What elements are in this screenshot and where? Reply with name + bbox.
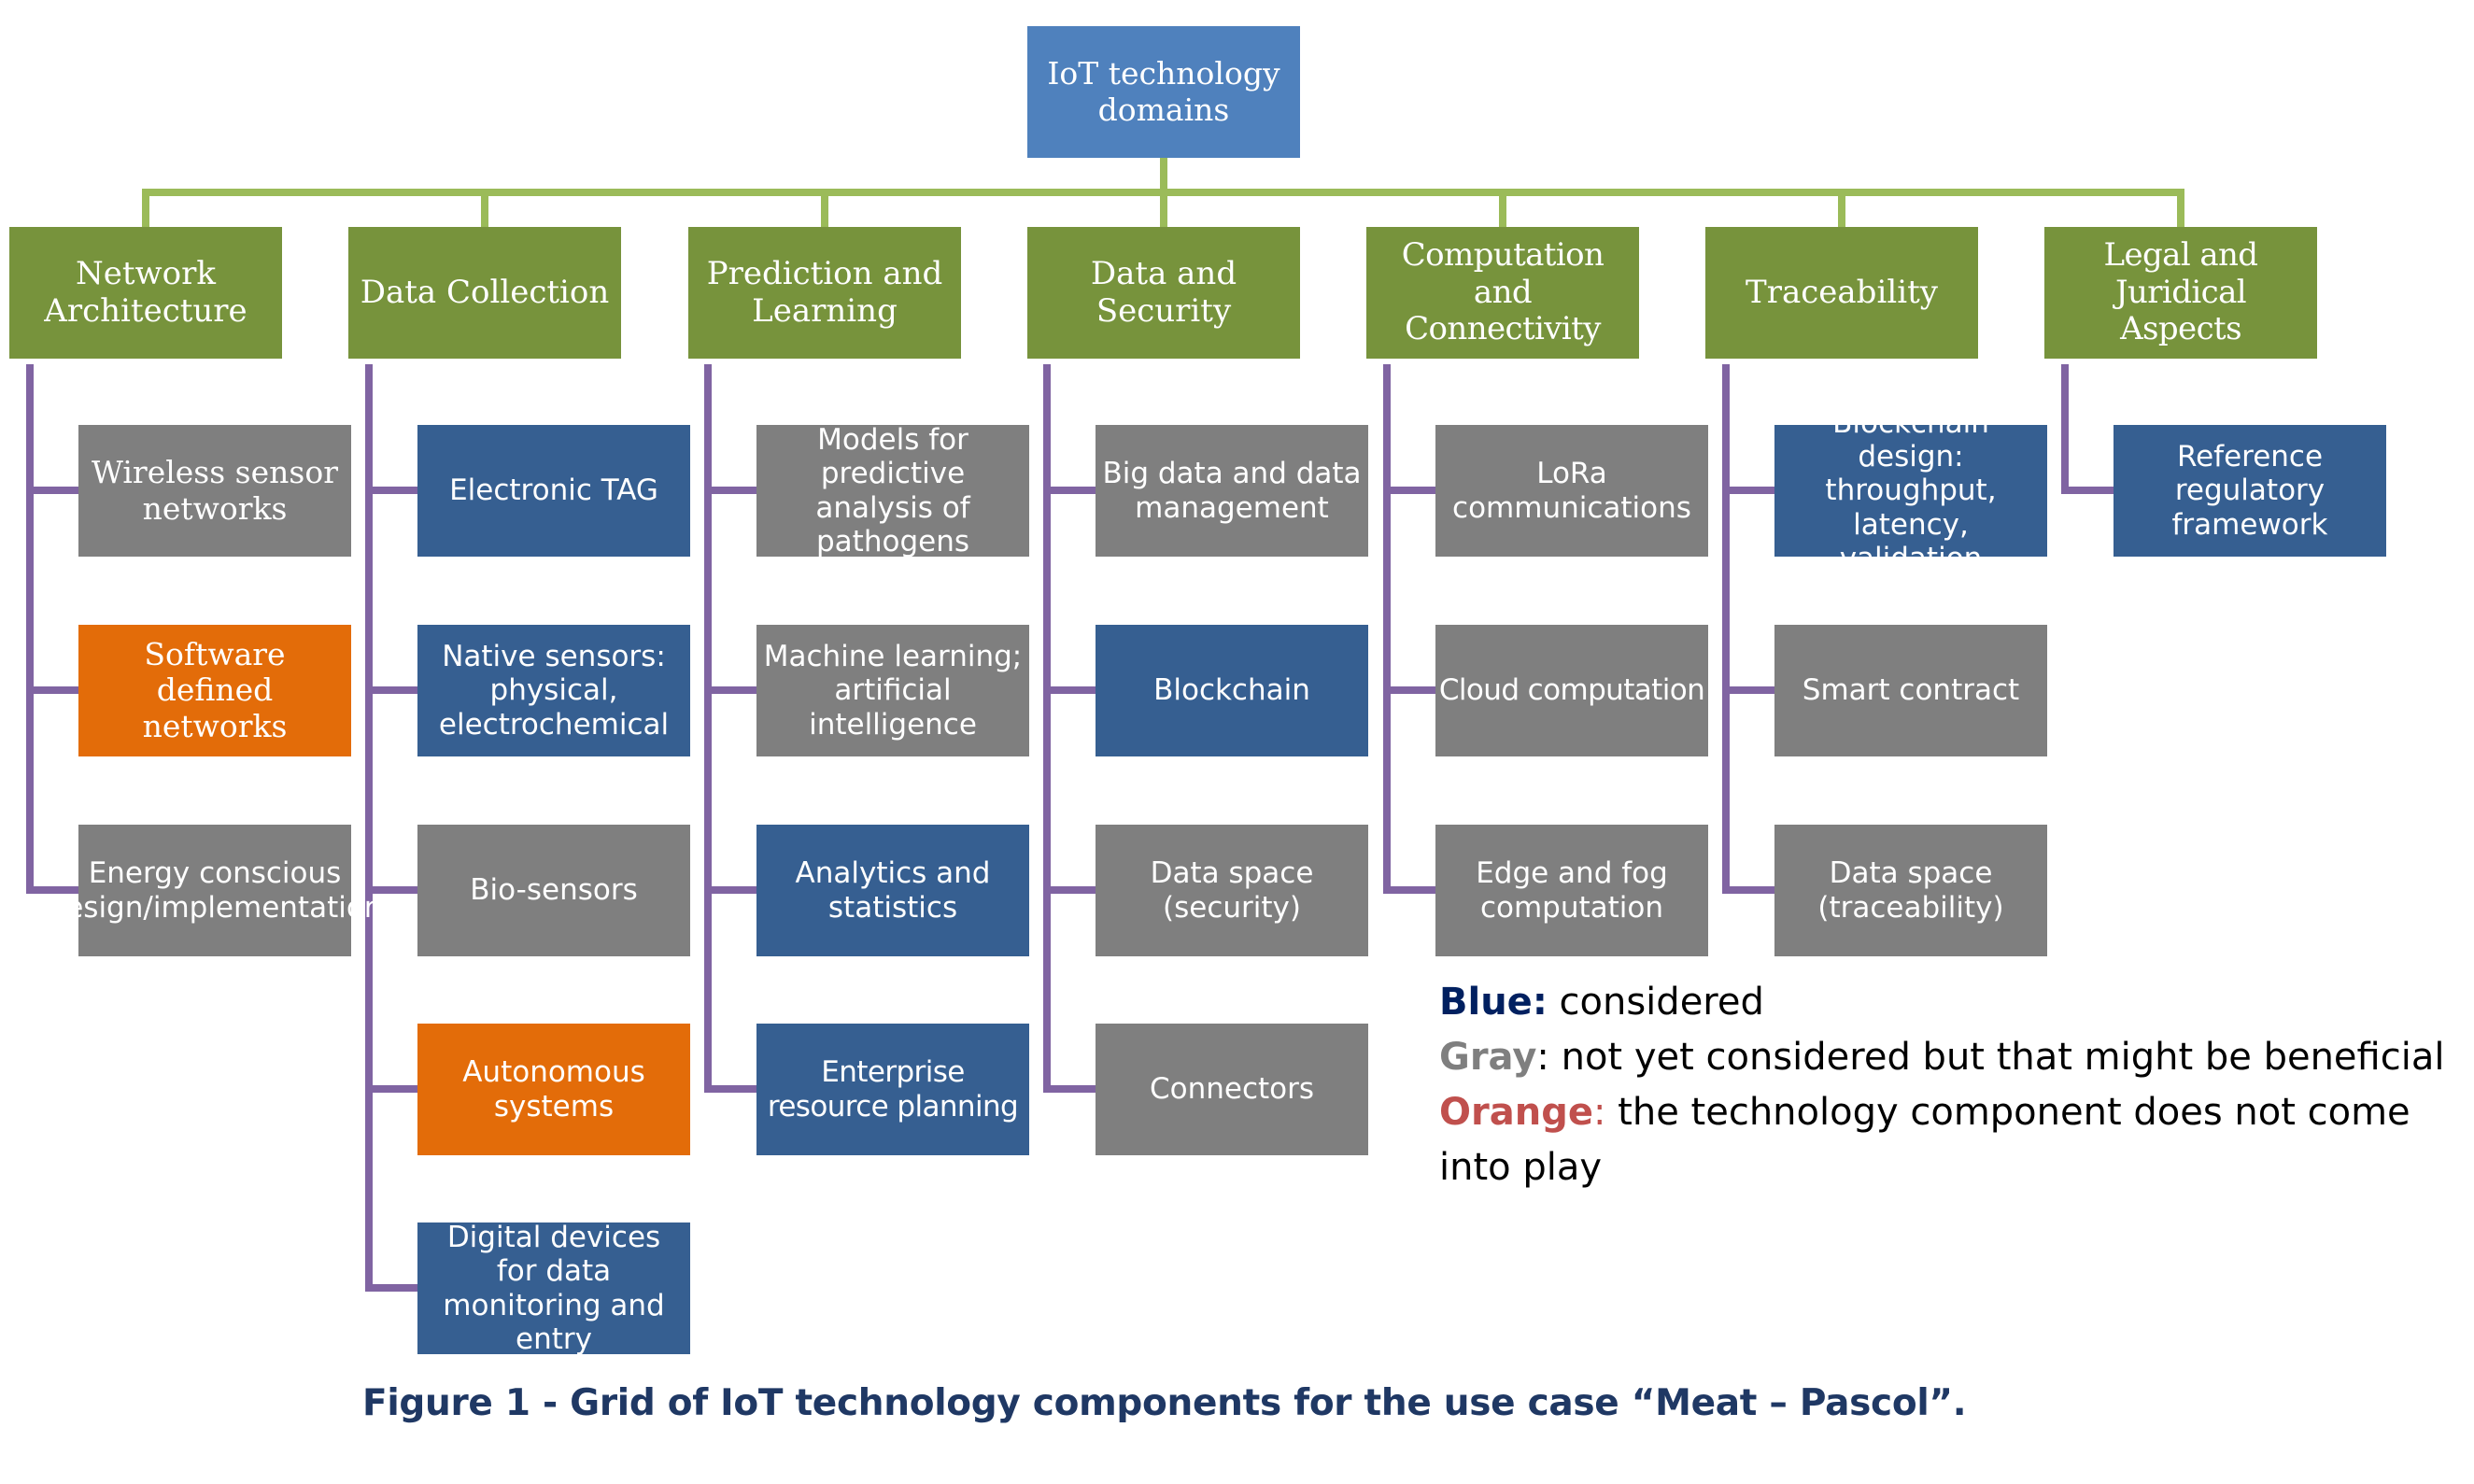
component-label: Autonomous systems <box>462 1055 645 1124</box>
category-network-architecture: Network Architecture <box>9 227 282 359</box>
component-box: Big data and data management <box>1096 425 1368 557</box>
component-box: Bio-sensors <box>417 825 690 956</box>
legend-sep: : <box>1592 1091 1606 1134</box>
component-label: Smart contract <box>1802 673 2020 708</box>
category-traceability: Traceability <box>1705 227 1978 359</box>
legend-sep: : <box>1536 1036 1549 1079</box>
legend-entry-continuation: into play <box>1439 1140 2457 1195</box>
component-label: Data space (traceability) <box>1817 856 2004 925</box>
root-node: IoT technology domains <box>1027 26 1300 158</box>
component-box: LoRa communications <box>1435 425 1708 557</box>
category-label: Prediction and Learning <box>706 254 943 330</box>
component-box: Connectors <box>1096 1024 1368 1155</box>
category-data-collection: Data Collection <box>348 227 621 359</box>
category-data-and-security: Data and Security <box>1027 227 1300 359</box>
legend-text: considered <box>1547 981 1764 1024</box>
component-label: Blockchain design: throughput, latency, … <box>1825 405 1997 575</box>
category-legal-and-juridical-aspects: Legal and Juridical Aspects <box>2044 227 2317 359</box>
category-label: Legal and Juridical Aspects <box>2103 235 2259 348</box>
component-box: Energy conscious design/implementation <box>48 825 382 956</box>
component-box: Smart contract <box>1774 625 2047 756</box>
component-box: Native sensors: physical, electrochemica… <box>417 625 690 756</box>
legend-entry-gray: Gray: not yet considered but that might … <box>1439 1030 2457 1085</box>
component-label: Analytics and statistics <box>795 856 991 925</box>
component-box: Models for predictive analysis of pathog… <box>756 422 1029 558</box>
legend-sep: : <box>1532 981 1548 1024</box>
category-label: Computation and Connectivity <box>1401 235 1605 348</box>
category-label: Network Architecture <box>44 254 247 330</box>
component-box: Reference regulatory framework <box>2114 425 2386 557</box>
component-box: Blockchain <box>1096 625 1368 756</box>
component-box: Electronic TAG <box>417 425 690 557</box>
component-label: Native sensors: physical, electrochemica… <box>438 640 670 742</box>
component-label: LoRa communications <box>1452 457 1691 525</box>
component-box: Software defined networks <box>78 625 351 756</box>
component-label: Energy conscious design/implementation <box>47 856 383 925</box>
component-box: Data space (traceability) <box>1774 825 2047 956</box>
legend-entry-orange: Orange: the technology component does no… <box>1439 1085 2457 1140</box>
category-label: Traceability <box>1746 273 1938 311</box>
legend-key: Gray <box>1439 1036 1537 1079</box>
component-label: Machine learning; artificial intelligenc… <box>763 640 1023 742</box>
component-label: Connectors <box>1149 1072 1315 1107</box>
component-box: Edge and fog computation <box>1435 825 1708 956</box>
component-label: Models for predictive analysis of pathog… <box>815 422 970 558</box>
component-box: Cloud computation <box>1435 625 1708 756</box>
component-label: Blockchain <box>1153 673 1310 708</box>
legend-key: Orange <box>1439 1091 1593 1134</box>
component-label: Data space (security) <box>1150 856 1314 925</box>
figure-caption: Figure 1 - Grid of IoT technology compon… <box>362 1382 1967 1424</box>
category-computation-and-connectivity: Computation and Connectivity <box>1366 227 1639 359</box>
component-box: Machine learning; artificial intelligenc… <box>756 625 1029 756</box>
component-label: Reference regulatory framework <box>2171 440 2328 542</box>
component-label: Electronic TAG <box>449 473 658 508</box>
component-label: Bio-sensors <box>470 873 638 908</box>
legend-key: Blue <box>1439 981 1533 1024</box>
legend-entry-blue: Blue: considered <box>1439 975 2457 1030</box>
component-label: Edge and fog computation <box>1476 856 1668 925</box>
component-box: Analytics and statistics <box>756 825 1029 956</box>
root-label: IoT technology domains <box>1047 54 1280 128</box>
component-label: Big data and data management <box>1102 457 1362 525</box>
legend: Blue: considered Gray: not yet considere… <box>1439 975 2457 1195</box>
legend-text: the technology component does not come <box>1605 1091 2410 1134</box>
component-box: Wireless sensor networks <box>78 425 351 557</box>
component-box: Autonomous systems <box>417 1024 690 1155</box>
category-label: Data Collection <box>360 273 610 311</box>
legend-text: into play <box>1439 1146 1603 1189</box>
category-label: Data and Security <box>1090 254 1237 330</box>
component-box: Enterprise resource planning <box>756 1024 1029 1155</box>
component-box: Blockchain design: throughput, latency, … <box>1774 406 2047 575</box>
component-box: Digital devices for data monitoring and … <box>417 1220 690 1356</box>
legend-text: not yet considered but that might be ben… <box>1548 1036 2445 1079</box>
component-label: Software defined networks <box>142 635 288 744</box>
category-prediction-and-learning: Prediction and Learning <box>688 227 961 359</box>
component-label: Cloud computation <box>1438 673 1705 708</box>
component-label: Enterprise resource planning <box>767 1055 1019 1124</box>
component-label: Wireless sensor networks <box>92 453 338 527</box>
component-box: Data space (security) <box>1096 825 1368 956</box>
component-label: Digital devices for data monitoring and … <box>443 1220 665 1356</box>
